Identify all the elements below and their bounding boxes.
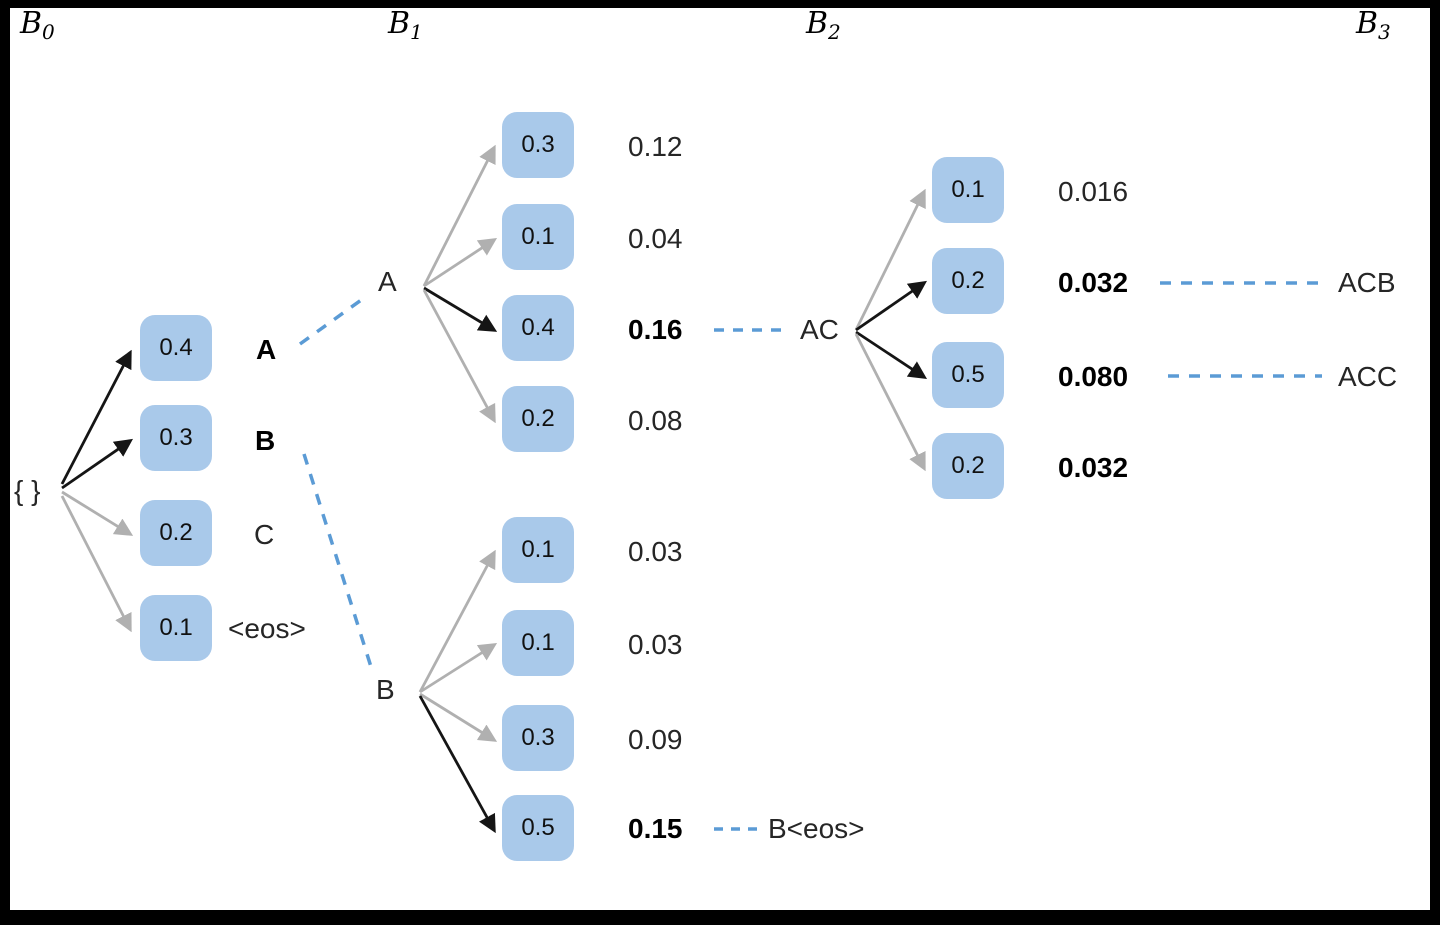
candidate-b-eos: B<eos>	[768, 813, 865, 844]
prob-box-a-2: 0.4	[502, 295, 574, 361]
prob-value-ac-2: 0.080	[1058, 361, 1129, 392]
node-a: A	[378, 266, 397, 297]
prob-box-l0-1: 0.3	[140, 405, 212, 471]
prob-value-ac-1: 0.032	[1058, 267, 1129, 298]
column-header-b2: B2	[806, 6, 841, 44]
token-label-b: B	[255, 425, 276, 456]
root-node: { }	[14, 475, 41, 506]
prob-box-a-0: 0.3	[502, 112, 574, 178]
prob-box-l0-0: 0.4	[140, 315, 212, 381]
prob-box-l0-3: 0.1	[140, 595, 212, 661]
candidate-acc: ACC	[1338, 361, 1398, 392]
prob-value-b-3: 0.15	[628, 813, 683, 844]
prob-box-b-2: 0.3	[502, 705, 574, 771]
prob-value-ac-0: 0.016	[1058, 176, 1129, 207]
prob-value-a-3: 0.08	[628, 405, 683, 436]
prob-box-a-3: 0.2	[502, 386, 574, 452]
prob-value-a-1: 0.04	[628, 223, 683, 254]
prob-box-b-3: 0.5	[502, 795, 574, 861]
prob-value-b-0: 0.03	[628, 536, 683, 567]
node-ac: AC	[800, 314, 839, 345]
token-label-a: A	[256, 334, 277, 365]
column-header-b3: B3	[1356, 6, 1391, 44]
prob-box-a-1: 0.1	[502, 204, 574, 270]
prob-value-a-0: 0.12	[628, 131, 683, 162]
token-label-c: C	[254, 519, 275, 550]
column-header-b1: B1	[388, 6, 423, 44]
prob-box-l0-2: 0.2	[140, 500, 212, 566]
prob-box-ac-1: 0.2	[932, 248, 1004, 314]
prob-value-b-1: 0.03	[628, 629, 683, 660]
prob-value-a-2: 0.16	[628, 314, 683, 345]
prob-box-b-0: 0.1	[502, 517, 574, 583]
prob-box-ac-0: 0.1	[932, 157, 1004, 223]
prob-box-ac-2: 0.5	[932, 342, 1004, 408]
diagram-canvas	[10, 8, 1430, 910]
column-header-b0: B0	[20, 6, 55, 44]
candidate-acb: ACB	[1338, 267, 1396, 298]
prob-value-ac-3: 0.032	[1058, 452, 1129, 483]
prob-value-b-2: 0.09	[628, 724, 683, 755]
prob-box-b-1: 0.1	[502, 610, 574, 676]
token-label-eos: <eos>	[228, 613, 306, 644]
node-b: B	[376, 674, 395, 705]
prob-box-ac-3: 0.2	[932, 433, 1004, 499]
